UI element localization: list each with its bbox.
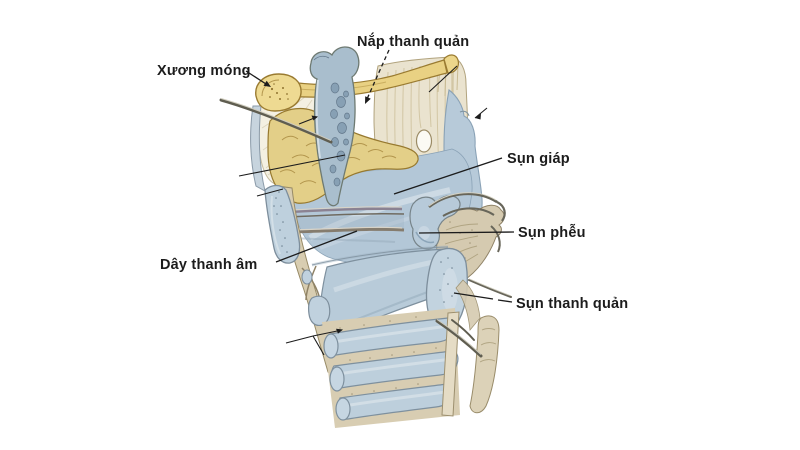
label-sun-giap: Sụn giáp: [507, 151, 570, 167]
leader-nap-thanh-quan: [366, 49, 390, 100]
tracheal-rings: [322, 279, 500, 428]
label-sun-pheu: Sụn phễu: [518, 224, 586, 241]
cricoid-arch-front-cut: [308, 295, 331, 327]
recurrent-laryngeal-nerve: [435, 319, 483, 358]
leader-sun-giap: [393, 157, 503, 195]
label-sun-thanh-quan: Sụn thanh quản: [516, 296, 628, 312]
nerve-branches: [219, 98, 512, 358]
epiglottis: [309, 46, 360, 207]
vocal-ligaments: [288, 206, 405, 243]
label-nap-thanh-quan: Nắp thanh quản: [357, 32, 469, 50]
superior-nerve-loops: [428, 192, 506, 253]
label-xuong-mong: Xương móng: [157, 63, 251, 79]
esophagus-strip: [469, 315, 500, 414]
leader-xuong-mong: [245, 70, 267, 85]
leader-day-thanh-am: [275, 230, 358, 263]
label-day-thanh-am: Dây thanh âm: [160, 257, 257, 273]
arytenoid-cartilage: [409, 195, 461, 250]
figure-labels: Nắp thanh quản Xương móng Sụn giáp Sụn p…: [157, 32, 628, 312]
thyroid-angle-cut: [264, 184, 301, 264]
leader-sun-pheu: [418, 231, 515, 234]
leader-sun-thanh-quan: [453, 292, 513, 303]
membrane-foramen: [415, 129, 433, 153]
leader-lines: [245, 49, 515, 303]
internal-annotation-lines: [238, 65, 488, 356]
superior-laryngeal-nerve: [219, 98, 333, 144]
